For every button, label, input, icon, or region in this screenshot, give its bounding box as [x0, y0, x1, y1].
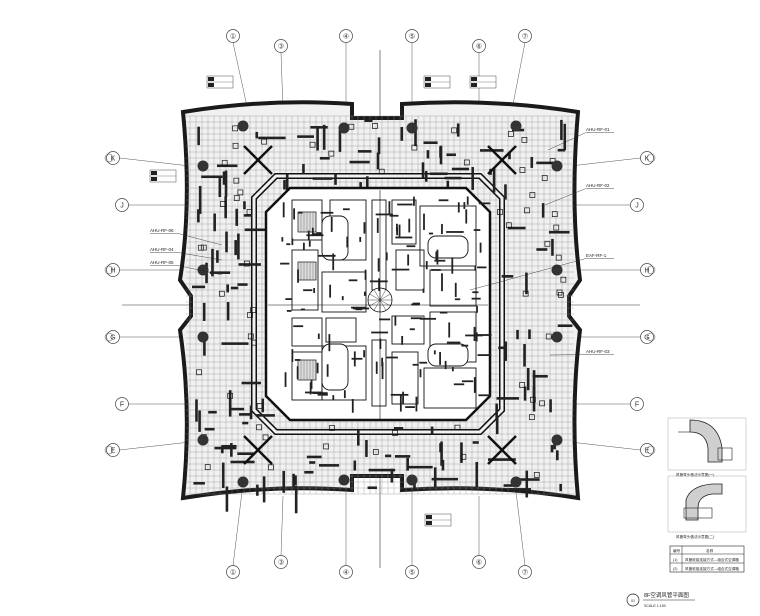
grid-bubble-bottom-3: ④	[339, 565, 353, 579]
grid-bubble-left-1-label: K	[111, 155, 116, 162]
grid-bubble-bottom-2-label: ③	[278, 558, 284, 566]
zone-tag-1: AHU-RF-01	[547, 127, 614, 151]
grid-bubble-top-6: ⑦	[518, 29, 532, 43]
grid-bubble-top-2: ③	[274, 39, 288, 53]
zone-tag-2: AHU-RF-02	[544, 183, 614, 206]
grid-bubble-right-5-label: F	[635, 401, 639, 408]
zone-tag-3: EAF-RF-1	[469, 253, 614, 291]
grid-bubble-left-5-label: F	[120, 401, 124, 408]
callout-box-2	[423, 75, 451, 89]
detail-elbow-2: 风管弯头做法示意图(二)	[667, 475, 747, 539]
zone-tag-7: AHU-RF-05	[150, 260, 223, 276]
zone-tag-3-label: EAF-RF-1	[586, 253, 607, 258]
detail-elbow-1: 风管弯头做法示意图(一)	[667, 417, 747, 477]
zone-tag-7-label: AHU-RF-05	[150, 260, 174, 265]
zone-tag-1-label: AHU-RF-01	[586, 127, 610, 132]
grid-bubble-top-4-label: ⑤	[409, 32, 415, 40]
callout-box-1	[206, 75, 234, 89]
drawing-title-block: 01 8F空调风管平面图 SCALE 1:150	[626, 591, 695, 608]
callout-box-4	[149, 169, 177, 183]
grid-bubble-left-5: F	[115, 397, 129, 411]
grid-bubble-bottom-5-label: ⑥	[476, 558, 482, 566]
grid-bubble-bottom-5: ⑥	[472, 555, 486, 569]
grid-bubble-bottom-1: ①	[226, 565, 240, 579]
legend-table: 编号 名称 (1) 风管软接连接方式—组合式空调箱 (2) 风管软接连接方式—组…	[669, 545, 745, 573]
detail-2-label: 风管弯头做法示意图(二)	[676, 534, 714, 539]
zone-tag-4: AHU-RF-03	[549, 349, 614, 356]
grid-bubble-right-5: F	[630, 397, 644, 411]
grid-bubble-bottom-6: ⑦	[518, 565, 532, 579]
legend-header-name: 名称	[706, 548, 714, 553]
grid-bubble-top-1-label: ①	[230, 32, 236, 40]
grid-bubble-bottom-1-label: ①	[230, 568, 236, 576]
legend-row-1-code: (1)	[673, 558, 677, 562]
grid-bubble-right-2-label: J	[635, 202, 639, 209]
grid-bubble-top-2-label: ③	[278, 42, 284, 50]
grid-bubble-top-5-label: ⑥	[476, 42, 482, 50]
zone-tag-5-label: AHU-RF-06	[150, 228, 174, 233]
grid-bubble-top-5: ⑥	[472, 39, 486, 53]
grid-bubble-bottom-4: ⑤	[405, 565, 419, 579]
legend-row-2-name: 风管软接连接方式—组合式空调箱	[685, 566, 739, 571]
zone-tag-5: AHU-RF-06	[150, 228, 223, 246]
grid-bubble-top-1: ①	[226, 29, 240, 43]
callout-box-3	[469, 75, 497, 89]
grid-bubble-right-2: J	[630, 198, 644, 212]
grid-bubble-left-6-label: E	[111, 447, 116, 454]
grid-bubble-bottom-3-label: ④	[343, 568, 349, 576]
grid-bubble-bottom-6-label: ⑦	[522, 568, 528, 576]
grid-bubble-bottom-4-label: ⑤	[409, 568, 415, 576]
sheet-number: 01	[631, 599, 635, 603]
legend-header-code: 编号	[673, 548, 681, 553]
zone-tag-2-label: AHU-RF-02	[586, 183, 610, 188]
drawing-scale: SCALE 1:150	[644, 604, 666, 608]
legend-row-1-name: 风管软接连接方式—组合式空调箱	[685, 557, 739, 562]
drawing-title: 8F空调风管平面图	[644, 591, 689, 599]
zone-tag-4-label: AHU-RF-03	[586, 349, 610, 354]
zone-tag-6: AHU-RF-04	[150, 247, 223, 261]
zone-tag-6-label: AHU-RF-04	[150, 247, 174, 252]
grid-bubble-top-3: ④	[339, 29, 353, 43]
detail-1-label: 风管弯头做法示意图(一)	[676, 472, 714, 477]
grid-bubble-top-3-label: ④	[343, 32, 349, 40]
grid-bubble-bottom-2: ③	[274, 555, 288, 569]
grid-bubble-left-2-label: J	[120, 202, 124, 209]
grid-bubble-top-4: ⑤	[405, 29, 419, 43]
callout-box-5	[424, 513, 452, 527]
grid-bubble-top-6-label: ⑦	[522, 32, 528, 40]
core-content	[268, 190, 492, 420]
grid-bubble-left-2: J	[115, 198, 129, 212]
legend-row-2-code: (2)	[673, 567, 677, 571]
